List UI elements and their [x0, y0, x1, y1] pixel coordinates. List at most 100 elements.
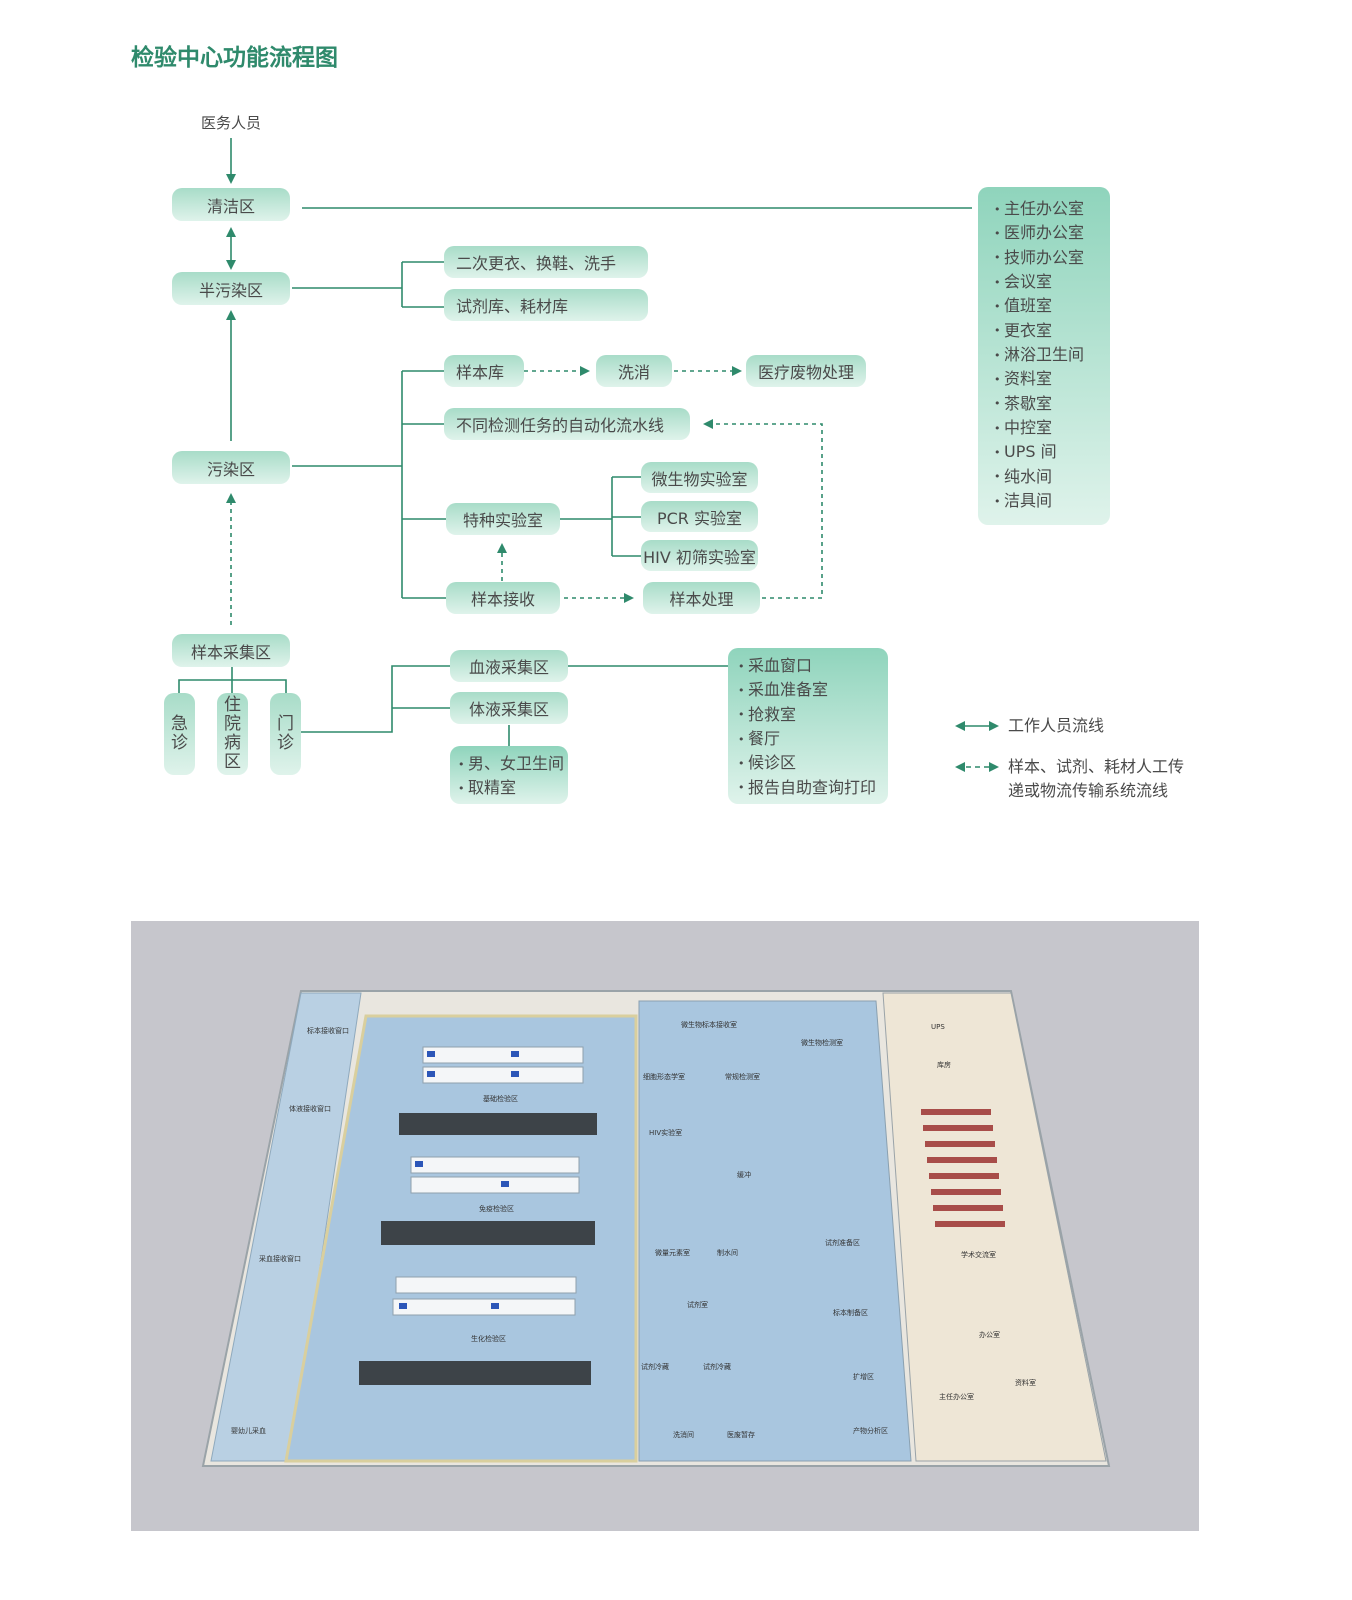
- room-label: 库房: [937, 1060, 951, 1069]
- floor-plan-drawing: 生化检验区 免疫检验区 基础检验区 微生物标本接收室 微生物检测室 细胞形态学室…: [201, 990, 1111, 1467]
- list-item: 采血窗口: [738, 654, 888, 678]
- bench: [392, 1298, 576, 1316]
- legend-dashed-label: 样本、试剂、耗材人工传 递或物流传输系统流线: [1008, 755, 1184, 803]
- room-label: 婴幼儿采血: [231, 1426, 266, 1435]
- list-item: 值班室: [994, 294, 1110, 318]
- seat-row: [925, 1141, 995, 1147]
- list-item: 更衣室: [994, 319, 1110, 343]
- bench: [410, 1176, 580, 1194]
- room-label: 试剂冷藏: [703, 1362, 731, 1371]
- room-label: 学术交流室: [961, 1250, 996, 1259]
- source-char: 诊: [171, 733, 188, 753]
- room-label: HIV实验室: [649, 1128, 682, 1137]
- contaminated-zone-box: 污染区: [172, 451, 290, 484]
- source-char: 病: [224, 733, 241, 753]
- room-label: 基础检验区: [483, 1094, 518, 1103]
- analyzer: [427, 1051, 435, 1057]
- fluid-collect-box: 体液采集区: [450, 692, 568, 724]
- semi-item-storage: 试剂库、耗材库: [444, 289, 648, 321]
- source-char: 诊: [277, 733, 294, 753]
- room-label: 缓冲: [737, 1170, 751, 1179]
- special-lab-box: 特种实验室: [446, 503, 560, 535]
- flow-connectors: [178, 138, 999, 772]
- automation-line-box: 不同检测任务的自动化流水线: [444, 408, 690, 440]
- list-item: 抢救室: [738, 703, 888, 727]
- room-label: 资料室: [1015, 1378, 1036, 1387]
- room-label: 标本制备区: [833, 1308, 868, 1317]
- clean-rooms-list: 主任办公室 医师办公室 技师办公室 会议室 值班室 更衣室 淋浴卫生间 资料室 …: [978, 187, 1110, 525]
- room-label: 微生物标本接收室: [681, 1020, 737, 1029]
- source-char: 门: [277, 714, 294, 734]
- dark-bench: [359, 1361, 591, 1385]
- room-label: 免疫检验区: [479, 1204, 514, 1213]
- sample-process-box: 样本处理: [643, 582, 760, 614]
- list-item: 中控室: [994, 416, 1110, 440]
- room-label: 试剂室: [687, 1300, 708, 1309]
- blood-sub-list: 采血窗口 采血准备室 抢救室 餐厅 候诊区 报告自助查询打印: [728, 648, 888, 804]
- room-label: 微量元素室: [655, 1248, 690, 1257]
- source-inpatient: 住 院 病 区: [217, 693, 248, 775]
- source-char: 急: [171, 714, 188, 734]
- list-item: 餐厅: [738, 727, 888, 751]
- page-title: 检验中心功能流程图: [131, 45, 338, 71]
- list-item: 资料室: [994, 367, 1110, 391]
- floor-plan-image: 生化检验区 免疫检验区 基础检验区 微生物标本接收室 微生物检测室 细胞形态学室…: [131, 921, 1199, 1531]
- room-label: 扩增区: [853, 1372, 874, 1381]
- seat-row: [933, 1205, 1003, 1211]
- bench: [422, 1066, 584, 1084]
- seat-row: [931, 1189, 1001, 1195]
- micro-lab-box: 微生物实验室: [641, 462, 758, 493]
- list-item: 男、女卫生间: [458, 752, 568, 776]
- list-item: 茶歇室: [994, 392, 1110, 416]
- room-label: 标本接收窗口: [307, 1026, 349, 1035]
- room-label: 制水间: [717, 1248, 738, 1257]
- legend-solid-label: 工作人员流线: [1008, 716, 1105, 735]
- blood-collect-box: 血液采集区: [450, 650, 568, 682]
- waste-box: 医疗废物处理: [746, 355, 866, 387]
- list-item: 取精室: [458, 776, 568, 800]
- seat-row: [923, 1125, 993, 1131]
- room-label: 洗消间: [673, 1430, 694, 1439]
- seat-row: [921, 1109, 991, 1115]
- semi-zone-box: 半污染区: [172, 272, 290, 305]
- room-label: UPS: [931, 1023, 945, 1031]
- room-label: 试剂冷藏: [641, 1362, 669, 1371]
- list-item: 医师办公室: [994, 221, 1110, 245]
- bench: [410, 1156, 580, 1174]
- legend-dashed-line2: 递或物流传输系统流线: [1008, 781, 1169, 800]
- sample-store-box: 样本库: [444, 355, 524, 387]
- list-item: 纯水间: [994, 465, 1110, 489]
- list-item: 技师办公室: [994, 246, 1110, 270]
- list-item: 淋浴卫生间: [994, 343, 1110, 367]
- source-emergency: 急 诊: [164, 693, 195, 775]
- room-label: 微生物检测室: [801, 1038, 843, 1047]
- seat-row: [929, 1173, 999, 1179]
- room-label: 主任办公室: [939, 1392, 974, 1401]
- room-label: 医废暂存: [727, 1430, 755, 1439]
- dark-bench: [399, 1113, 597, 1135]
- room-label: 办公室: [979, 1330, 1000, 1339]
- source-char: 院: [224, 714, 241, 734]
- bench: [422, 1046, 584, 1064]
- list-item: 候诊区: [738, 751, 888, 775]
- room-label: 试剂准备区: [825, 1238, 860, 1247]
- analyzer: [501, 1181, 509, 1187]
- analyzer: [427, 1071, 435, 1077]
- analyzer: [399, 1303, 407, 1309]
- room-label: 生化检验区: [471, 1334, 506, 1343]
- list-item: 报告自助查询打印: [738, 776, 888, 800]
- collection-zone-box: 样本采集区: [172, 634, 290, 667]
- room-label: 采血接收窗口: [259, 1254, 301, 1263]
- legend-dashed-line1: 样本、试剂、耗材人工传: [1008, 757, 1185, 776]
- bench: [395, 1276, 577, 1294]
- dark-bench: [381, 1221, 595, 1245]
- room-label: 产物分析区: [853, 1426, 888, 1435]
- hiv-lab-box: HIV 初筛实验室: [641, 540, 758, 571]
- middle-rooms: [638, 1000, 912, 1462]
- list-item: 洁具间: [994, 489, 1110, 513]
- seat-row: [927, 1157, 997, 1163]
- analyzer: [491, 1303, 499, 1309]
- staff-label: 医务人员: [201, 114, 262, 132]
- pcr-lab-box: PCR 实验室: [641, 501, 758, 532]
- seat-row: [935, 1221, 1005, 1227]
